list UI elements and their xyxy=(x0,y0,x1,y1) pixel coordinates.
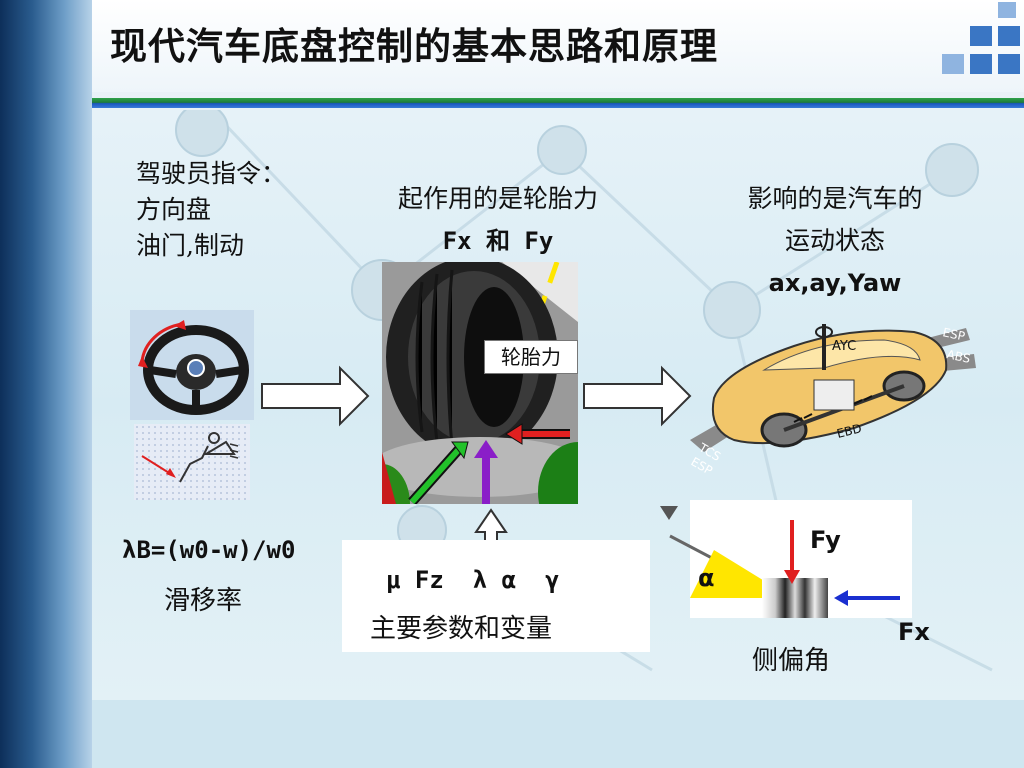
fx-label: Fx xyxy=(898,618,930,646)
header-divider-line xyxy=(92,98,1024,108)
driver-line-2: 方向盘 xyxy=(136,195,212,224)
tire-force-label: 轮胎力 xyxy=(484,340,578,374)
fy-label: Fy xyxy=(810,526,841,554)
header-background xyxy=(92,0,1024,92)
car-label-abs: ABS xyxy=(945,347,971,366)
tire-image xyxy=(382,262,578,504)
car-label-ebd: EBD xyxy=(835,421,863,441)
parameters-label: 主要参数和变量 xyxy=(370,614,553,644)
left-decor-band xyxy=(0,0,92,768)
car-label-ayc: AYC xyxy=(832,339,856,354)
flow-arrow-2-icon xyxy=(583,365,692,427)
tire-icon xyxy=(382,262,578,504)
steering-wheel-image xyxy=(130,310,254,420)
parameters-box: μ Fz λ α γ 主要参数和变量 xyxy=(342,540,650,652)
slip-angle-diagram xyxy=(660,500,912,618)
flow-arrow-1-icon xyxy=(261,365,370,427)
car-label-esp-top: ESP xyxy=(941,325,966,343)
footer-background xyxy=(92,700,1024,768)
alpha-label: α xyxy=(698,564,715,592)
pedal-icon xyxy=(134,424,250,500)
corner-logo-squares xyxy=(940,0,1024,80)
driver-line-1: 驾驶员指令： xyxy=(136,159,287,188)
parameters-symbols: μ Fz λ α γ xyxy=(386,566,560,594)
pedal-image xyxy=(134,424,250,500)
driver-line-3: 油门,制动 xyxy=(136,231,244,260)
vehicle-state-line-3: ax,ay,Yaw xyxy=(768,269,902,297)
steering-wheel-icon xyxy=(130,310,254,420)
car-chassis-diagram: AYC ESP ABS EBD TCS ESP xyxy=(684,310,984,480)
slip-angle-label: 侧偏角 xyxy=(752,646,831,676)
vehicle-state-text: 影响的是汽车的 运动状态 ax,ay,Yaw xyxy=(700,178,970,304)
tire-force-line-1: 起作用的是轮胎力 xyxy=(397,184,598,213)
driver-command-text: 驾驶员指令： 方向盘 油门,制动 xyxy=(136,156,286,264)
car-icon: AYC ESP ABS EBD TCS ESP xyxy=(689,324,976,478)
vehicle-state-line-1: 影响的是汽车的 xyxy=(747,184,923,213)
tire-force-line-2: Fx 和 Fy xyxy=(442,227,554,255)
slip-ratio-label: 滑移率 xyxy=(164,586,243,616)
vehicle-state-line-2: 运动状态 xyxy=(784,226,885,255)
page-title: 现代汽车底盘控制的基本思路和原理 xyxy=(110,24,718,68)
slip-ratio-formula: λB=(w0-w)/w0 xyxy=(122,536,296,564)
tire-force-text: 起作用的是轮胎力 Fx 和 Fy xyxy=(358,178,638,262)
